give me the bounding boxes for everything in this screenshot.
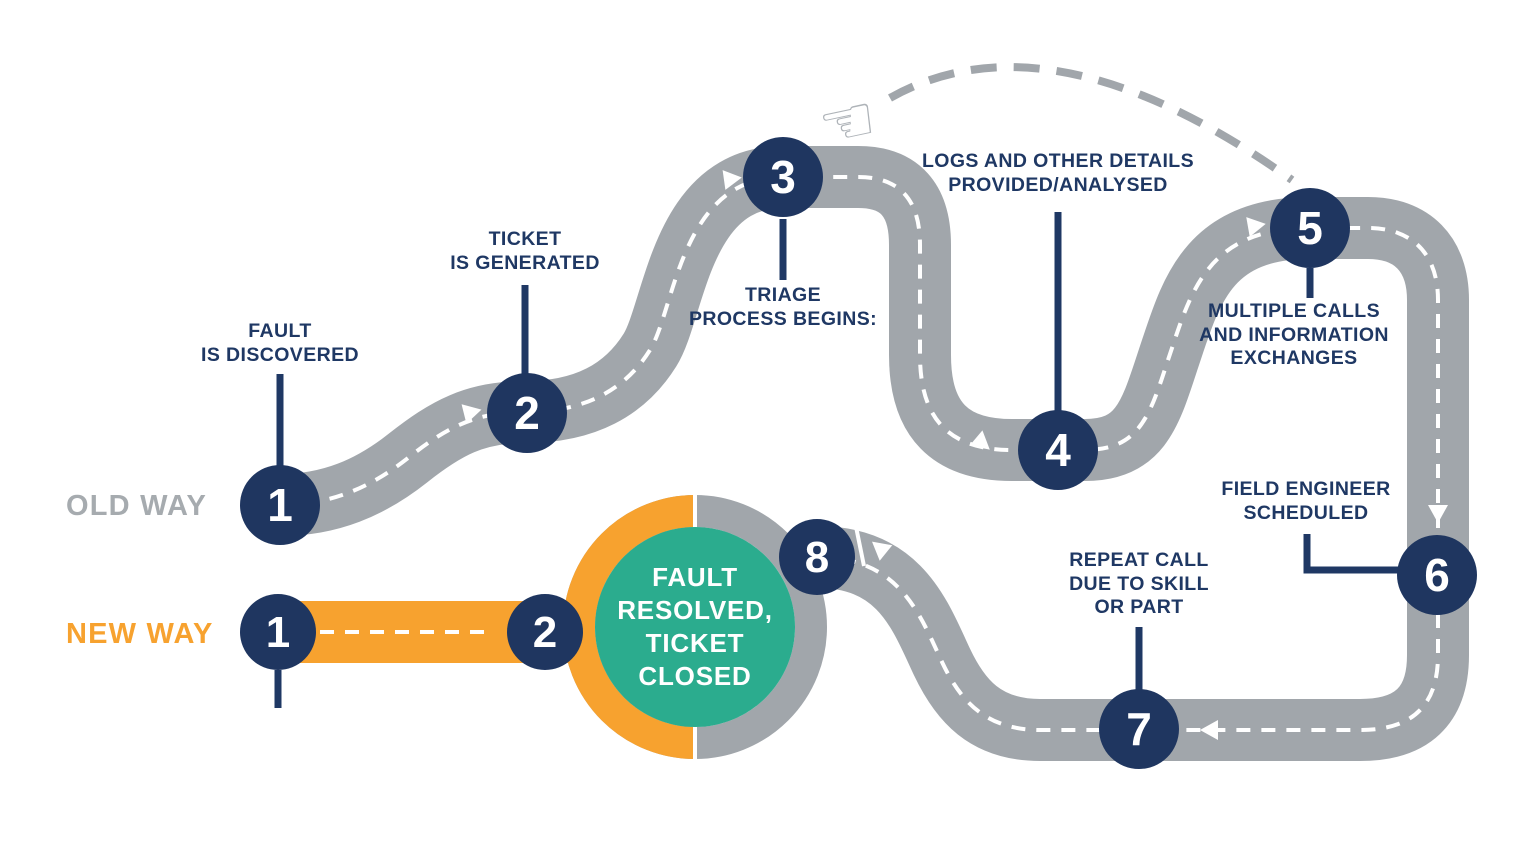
old-step-1-marker: 1 <box>240 465 320 545</box>
step-label-triage-begins: TRIAGE PROCESS BEGINS: <box>688 284 878 330</box>
svg-text:8: 8 <box>805 533 829 582</box>
old-step-2-marker: 2 <box>487 373 567 453</box>
label-stems <box>274 212 1399 708</box>
new-step-2-marker: 2 <box>507 594 583 670</box>
svg-text:2: 2 <box>514 387 540 439</box>
new-way-label: NEW WAY <box>66 618 214 650</box>
old-way-label: OLD WAY <box>66 490 208 522</box>
result-circle <box>595 527 795 727</box>
old-step-6-marker: 6 <box>1397 535 1477 615</box>
step-label-multiple-calls: MULTIPLE CALLS AND INFORMATION EXCHANGES <box>1199 300 1389 369</box>
svg-text:4: 4 <box>1045 424 1071 476</box>
new-step-1-marker: 1 <box>240 594 316 670</box>
step-label-fault-discovered: FAULT IS DISCOVERED <box>201 320 359 366</box>
svg-text:2: 2 <box>533 608 557 657</box>
step-label-ticket-generated: TICKET IS GENERATED <box>450 228 600 274</box>
step-label-field-engineer: FIELD ENGINEER SCHEDULED <box>1221 478 1391 524</box>
old-step-7-marker: 7 <box>1099 689 1179 769</box>
step-label-repeat-call: REPEAT CALL DUE TO SKILL OR PART <box>1069 549 1209 618</box>
svg-text:7: 7 <box>1126 703 1152 755</box>
guidance-arc <box>888 63 1295 184</box>
old-step-4-marker: 4 <box>1018 410 1098 490</box>
svg-text:1: 1 <box>267 479 293 531</box>
svg-text:3: 3 <box>770 151 796 203</box>
old-step-3-marker: 3 <box>743 137 823 217</box>
svg-text:6: 6 <box>1424 549 1450 601</box>
svg-text:5: 5 <box>1297 202 1323 254</box>
old-step-8-marker: 8 <box>779 519 855 595</box>
ring-seams <box>693 493 866 761</box>
old-step-5-marker: 5 <box>1270 188 1350 268</box>
svg-text:1: 1 <box>266 608 290 657</box>
step-label-logs-provided: LOGS AND OTHER DETAILS PROVIDED/ANALYSED <box>921 150 1195 196</box>
result-badge-label: FAULT RESOLVED, TICKET CLOSED <box>617 562 773 691</box>
